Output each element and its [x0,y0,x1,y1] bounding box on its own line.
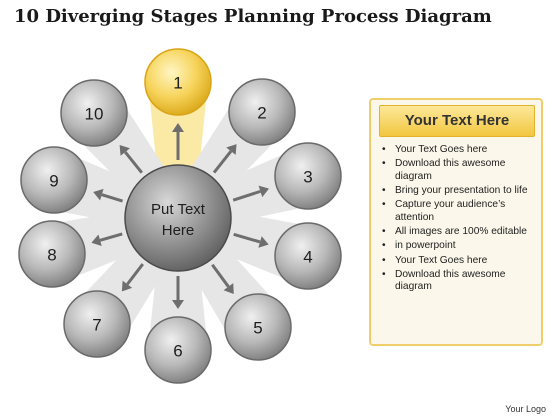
stage-number-5: 5 [253,319,262,338]
stage-circle-4: 4 [274,222,342,290]
panel-bullet-item: Bring your presentation to life [381,185,537,197]
center-text-line2: Here [162,222,195,239]
panel-bullet-item: Your Text Goes here [381,144,537,156]
panel-bullet-item: Your Text Goes here [381,255,537,267]
stage-number-2: 2 [257,104,266,123]
stage-number-10: 10 [85,105,104,124]
diagram-title: 10 Diverging Stages Planning Process Dia… [14,6,492,27]
arrow-8 [91,232,123,247]
text-panel: Your Text Here Your Text Goes hereDownlo… [369,98,543,346]
stage-number-1: 1 [173,74,182,93]
center-node: Put Text Here [124,164,232,272]
arrow-4 [233,232,269,248]
stage-number-7: 7 [92,316,101,335]
arrow-10 [119,145,143,174]
arrow-9 [93,188,123,203]
stage-circle-5: 5 [224,293,292,361]
stage-circle-3: 3 [274,142,342,210]
logo-text: Your Logo [505,404,546,414]
stage-circle-9: 9 [20,146,88,214]
arrow-5 [211,263,234,294]
arrow-3 [232,185,269,202]
stage-number-4: 4 [303,248,312,267]
stage-number-9: 9 [49,172,58,191]
arrow-6 [172,276,184,309]
stage-circle-8: 8 [18,220,86,288]
panel-bullet-item: Download this awesome diagram [381,158,537,182]
center-text-line1: Put Text [151,201,206,218]
arrow-7 [121,263,144,292]
stage-circle-7: 7 [63,290,131,358]
panel-bullet-item: Download this awesome diagram [381,269,537,293]
arrow-2 [212,144,237,174]
center-circle [124,164,232,272]
stage-circle-1: 1 [144,48,212,116]
stage-circle-6: 6 [144,316,212,384]
panel-bullet-item: Capture your audience’s attention [381,199,537,223]
stage-number-6: 6 [173,342,182,361]
panel-header: Your Text Here [379,105,535,137]
panel-bullet-item: in powerpoint [381,240,537,252]
stage-number-3: 3 [303,168,312,187]
stage-number-8: 8 [47,246,56,265]
stage-circle-2: 2 [228,78,296,146]
panel-bullet-item: All images are 100% editable [381,226,537,238]
arrow-1 [172,123,184,160]
stage-circle-10: 10 [60,79,128,147]
panel-bullet-list: Your Text Goes hereDownload this awesome… [381,144,537,296]
